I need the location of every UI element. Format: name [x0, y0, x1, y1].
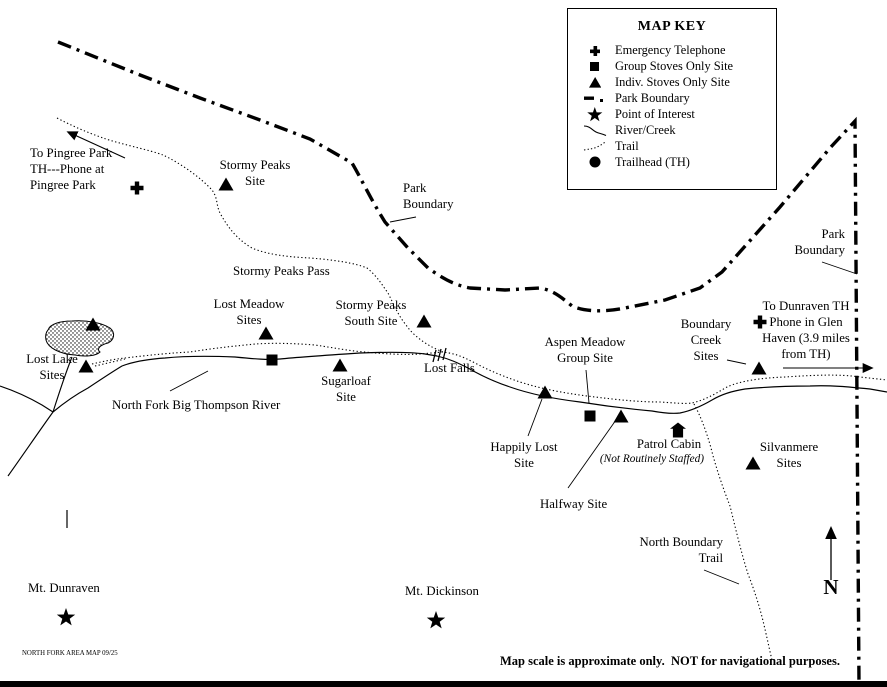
map-key-item-label: Trailhead (TH) [615, 154, 690, 169]
map-key-item: Trailhead (TH) [568, 154, 776, 170]
pointer-lines [169, 216, 858, 585]
stormy-peaks-trail [56, 117, 444, 353]
park-boundary-line [57, 40, 861, 684]
trail-icon [580, 139, 610, 153]
map-key-item: River/Creek [568, 122, 776, 138]
park-boundary-icon [580, 95, 610, 103]
map-key-item-label: Group Stoves Only Site [615, 59, 734, 74]
indiv-stoves-site-icon [580, 77, 610, 89]
north-boundary-trail [693, 403, 773, 661]
lost-lake [45, 320, 115, 357]
map-key-item-label: Trail [615, 138, 639, 153]
north-fork-trail [91, 342, 887, 404]
map-key-title: MAP KEY [637, 19, 707, 34]
river-creek-icon [580, 123, 610, 137]
map-key-item: Emergency Telephone [568, 43, 776, 59]
page-bottom-edge [0, 681, 887, 687]
north-fork-river [52, 351, 887, 414]
map-key-item: Group Stoves Only Site [568, 59, 776, 75]
map-key-item-label: River/Creek [615, 122, 676, 137]
map-key-item: Park Boundary [568, 91, 776, 107]
lost-lake-spur-trail [93, 330, 126, 367]
trailhead-icon [580, 156, 610, 168]
map-key-item: Point of Interest [568, 107, 776, 123]
map-key-item: Indiv. Stoves Only Site [568, 75, 776, 91]
emergency-telephone-icon [580, 45, 610, 57]
point-of-interest-icon [580, 107, 610, 122]
map-key-item-label: Point of Interest [615, 107, 695, 121]
to-pingree-arrow [66, 131, 126, 159]
group-stoves-site-icon [580, 62, 610, 72]
lost-falls-marks [432, 347, 447, 363]
map-key-item-label: Park Boundary [615, 91, 690, 106]
map-key-item-label: Indiv. Stoves Only Site [615, 75, 730, 90]
west-creek [0, 356, 73, 477]
map-key-item: Trail [568, 138, 776, 154]
map-key-item-label: Emergency Telephone [615, 43, 726, 58]
